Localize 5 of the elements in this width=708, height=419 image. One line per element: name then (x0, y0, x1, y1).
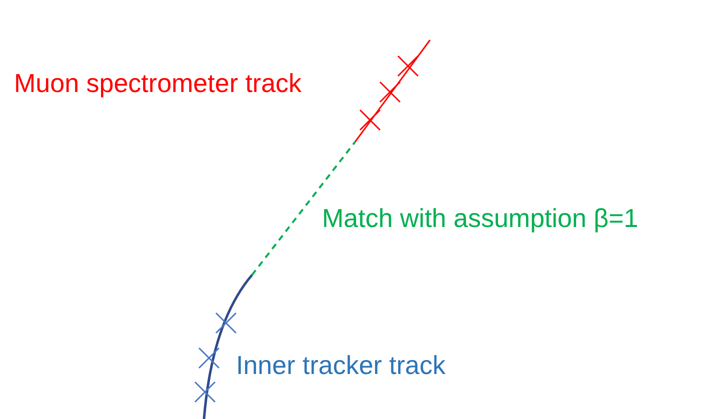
dashed-match-line (251, 141, 356, 276)
track-label: Inner tracker track (236, 350, 446, 380)
track-label: Muon spectrometer track (14, 68, 302, 98)
edge-label: Match with assumption β=1 (322, 203, 638, 233)
muon-track-drawing (354, 40, 431, 142)
